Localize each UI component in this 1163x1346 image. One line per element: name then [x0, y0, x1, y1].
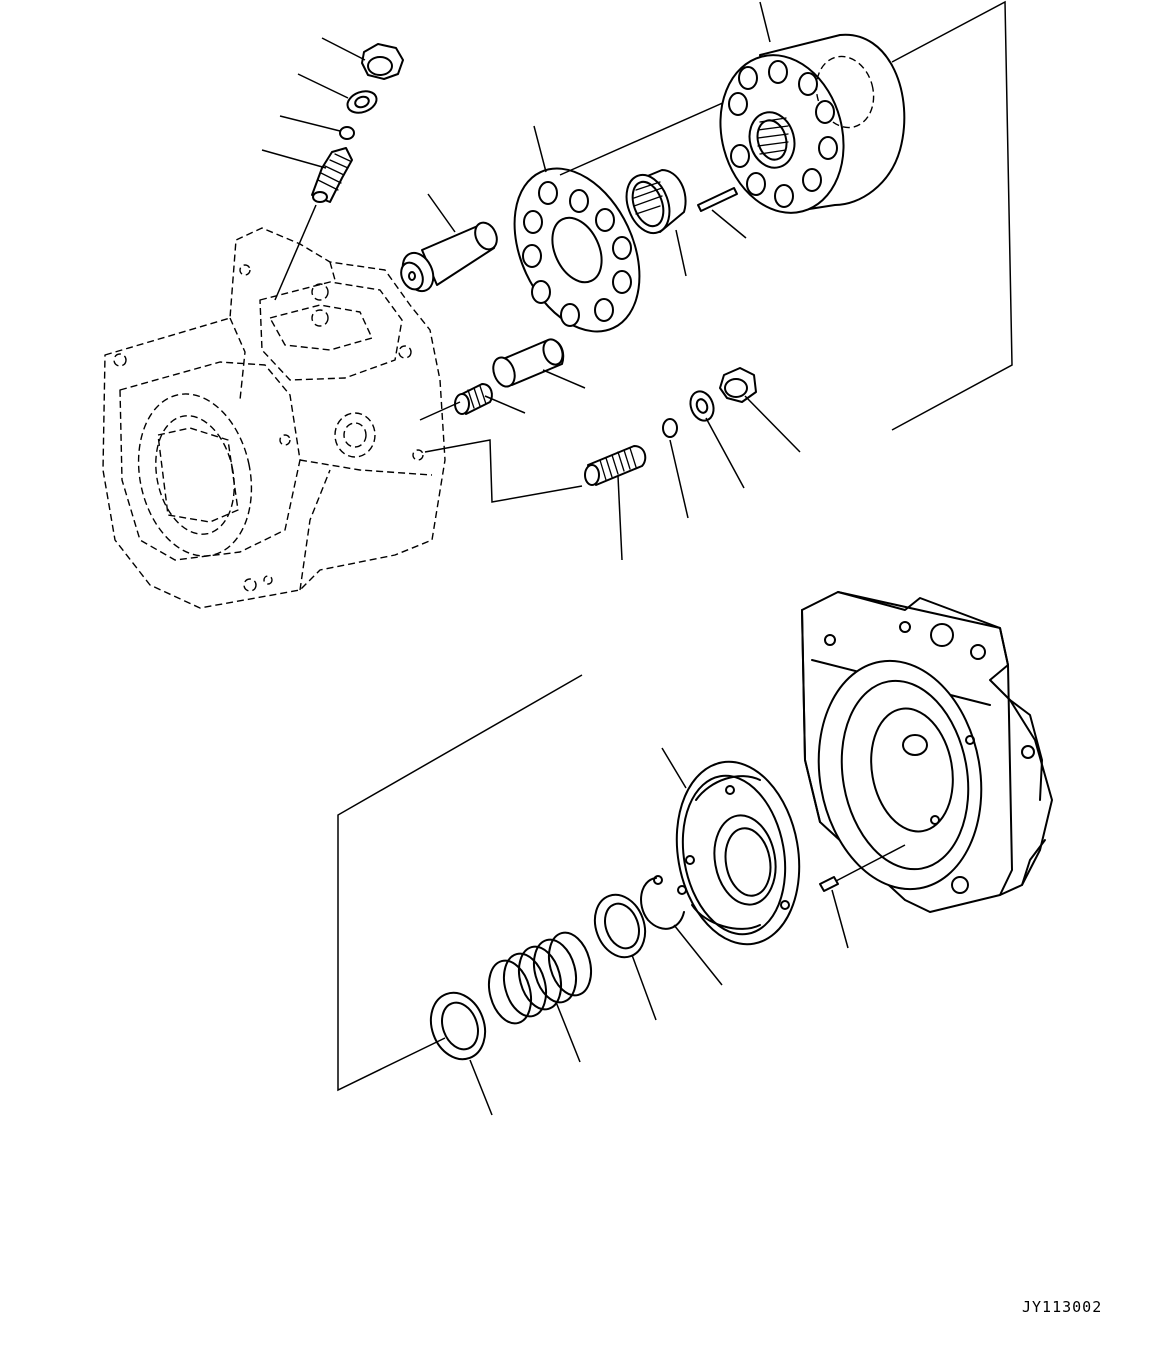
- leader-line: [274, 204, 317, 301]
- spherical-bushing: [625, 169, 687, 235]
- spool-top: [311, 147, 353, 203]
- leader-line: [675, 229, 687, 277]
- hex-nut-mid: [719, 367, 757, 403]
- washer-mid: [689, 390, 715, 422]
- snap-ring: [640, 875, 687, 930]
- spool-mid: [584, 445, 647, 486]
- center-shaft: [400, 221, 498, 293]
- leader-line: [469, 1059, 493, 1116]
- leader-line: [542, 369, 586, 389]
- leader-line-bent: [424, 439, 583, 503]
- sleeve: [492, 338, 565, 388]
- pump-housing: [102, 227, 446, 609]
- o-ring-mid: [662, 418, 678, 438]
- washer-top: [346, 90, 378, 114]
- leader-line: [533, 125, 547, 173]
- leader-line: [661, 747, 687, 789]
- small-spring: [454, 383, 493, 415]
- assembly-bracket-left: [337, 674, 583, 1092]
- axis-line: [419, 401, 461, 421]
- leader-line: [261, 149, 327, 169]
- leader-line: [669, 439, 689, 519]
- leader-line: [711, 209, 747, 239]
- hex-nut-top: [361, 43, 404, 80]
- cylinder-block: [719, 33, 906, 214]
- axis-line: [559, 89, 753, 176]
- leader-line: [617, 475, 623, 561]
- coil-spring: [487, 931, 593, 1025]
- end-cover-housing: [801, 591, 1053, 913]
- leader-line: [831, 889, 849, 949]
- leader-line: [427, 193, 456, 233]
- leader-line: [279, 115, 341, 132]
- leader-line: [631, 954, 657, 1021]
- leader-line: [759, 1, 771, 43]
- axis-line: [835, 844, 906, 882]
- leader-line: [705, 417, 745, 489]
- leader-line: [297, 73, 349, 99]
- o-ring-top: [339, 126, 355, 140]
- washer-bottom: [429, 991, 487, 1061]
- leader-line: [555, 1001, 581, 1063]
- washer-lower: [593, 893, 647, 959]
- assembly-bracket-right: [891, 0, 1013, 431]
- dowel-pin: [819, 876, 839, 892]
- leader-line: [321, 37, 366, 61]
- leader-line: [673, 924, 723, 986]
- leader-line: [744, 395, 801, 453]
- pin: [697, 187, 738, 212]
- retainer-plate: [513, 167, 641, 333]
- valve-plate: [675, 760, 801, 946]
- drawing-code: JY113002: [1022, 1298, 1103, 1316]
- leader-line: [484, 395, 526, 414]
